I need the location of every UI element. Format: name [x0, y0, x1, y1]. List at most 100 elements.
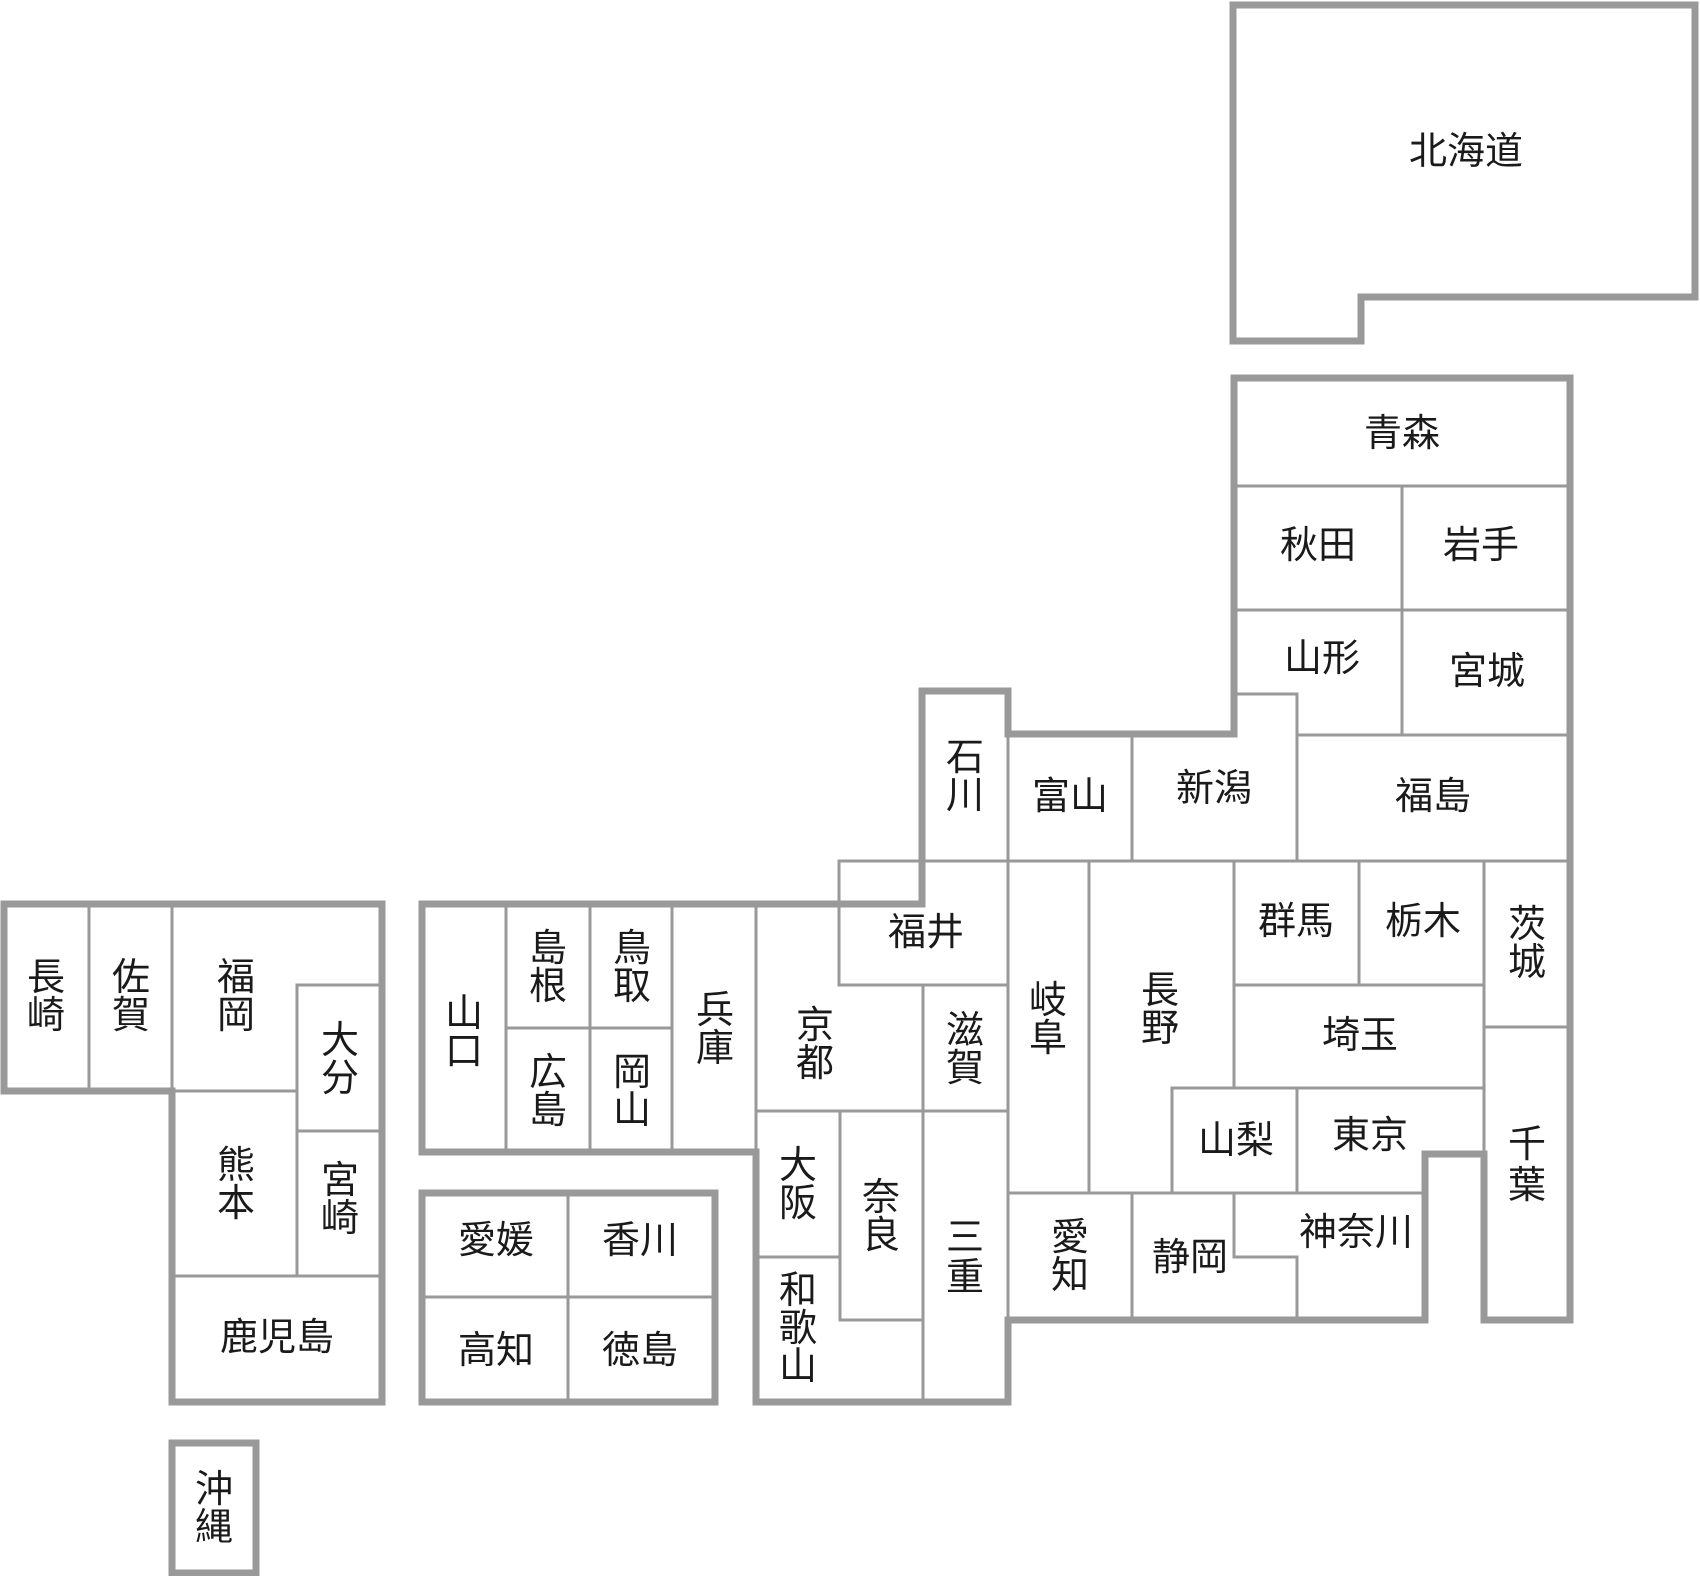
label-mie-2: 重: [946, 1255, 984, 1299]
label-shimane-1: 島: [529, 926, 567, 970]
prefecture-miyagi[interactable]: 宮城: [1400, 608, 1572, 737]
label-wakayama-1: 和: [779, 1268, 817, 1312]
prefecture-ehime[interactable]: 愛媛: [420, 1191, 570, 1299]
prefecture-aomori[interactable]: 青森: [1232, 376, 1572, 488]
label-shizuoka: 静岡: [1152, 1235, 1228, 1279]
prefecture-ibaraki[interactable]: 茨 城: [1482, 859, 1572, 1029]
label-kyoto-1: 京: [796, 1003, 834, 1047]
label-akita: 秋田: [1280, 523, 1356, 567]
prefecture-osaka[interactable]: 大 阪: [754, 1109, 842, 1259]
label-gunma: 群馬: [1258, 899, 1334, 943]
label-ishikawa-1: 石: [946, 735, 984, 779]
prefecture-iwate[interactable]: 岩手: [1400, 484, 1572, 612]
label-wakayama-2: 歌: [779, 1306, 817, 1350]
prefecture-tokyo[interactable]: 東京: [1295, 1086, 1486, 1195]
prefecture-gifu[interactable]: 岐 阜: [1006, 859, 1091, 1195]
label-kagoshima: 鹿児島: [220, 1315, 334, 1359]
label-hyogo-2: 庫: [696, 1026, 734, 1070]
label-fukui: 福井: [888, 910, 964, 954]
label-nagasaki-1: 長: [27, 955, 65, 999]
prefecture-shimane[interactable]: 島 根: [504, 902, 592, 1030]
label-osaka-1: 大: [779, 1143, 817, 1187]
prefecture-nara[interactable]: 奈 良: [838, 1109, 925, 1322]
label-kumamoto-2: 本: [217, 1181, 255, 1225]
label-aichi-1: 愛: [1051, 1215, 1089, 1259]
prefecture-aichi[interactable]: 愛 知: [1006, 1191, 1134, 1322]
label-okinawa-2: 縄: [195, 1505, 233, 1549]
label-yamaguchi-2: 口: [445, 1029, 483, 1073]
label-fukuoka-2: 岡: [217, 993, 255, 1037]
label-osaka-2: 阪: [779, 1181, 817, 1225]
prefecture-ishikawa[interactable]: 石 川: [920, 689, 1010, 863]
prefecture-kumamoto[interactable]: 熊 本: [170, 1089, 299, 1278]
label-nagano-1: 長: [1141, 968, 1179, 1012]
label-yamaguchi-1: 山: [445, 991, 483, 1035]
label-shimane-2: 根: [529, 964, 567, 1008]
prefecture-hokkaido[interactable]: 北海道: [1231, 3, 1697, 343]
label-tottori-1: 鳥: [613, 926, 651, 970]
label-shiga-2: 賀: [946, 1046, 984, 1090]
prefecture-nagasaki[interactable]: 長 崎: [2, 902, 91, 1093]
honshu-outline: [418, 374, 1574, 1406]
prefecture-yamaguchi[interactable]: 山 口: [420, 902, 508, 1154]
label-aichi-2: 知: [1051, 1253, 1089, 1297]
label-tokushima: 徳島: [602, 1328, 678, 1372]
label-fukuoka-1: 福: [217, 955, 255, 999]
prefecture-hiroshima[interactable]: 広 島: [504, 1026, 592, 1154]
prefecture-niigata[interactable]: 新潟: [1130, 692, 1299, 863]
label-saitama: 埼玉: [1322, 1013, 1398, 1057]
label-saga-1: 佐: [112, 955, 150, 999]
label-okayama-2: 山: [613, 1088, 651, 1132]
label-aomori: 青森: [1364, 411, 1440, 455]
label-okinawa-1: 沖: [195, 1467, 233, 1511]
prefecture-saitama[interactable]: 埼玉: [1232, 983, 1486, 1090]
prefecture-chiba[interactable]: 千 葉: [1482, 1025, 1572, 1322]
prefecture-akita[interactable]: 秋田: [1232, 484, 1404, 612]
prefecture-mie[interactable]: 三 重: [921, 1109, 1010, 1404]
label-kumamoto-1: 熊: [217, 1143, 255, 1187]
label-kanagawa: 神奈川: [1299, 1210, 1413, 1254]
label-tokyo: 東京: [1332, 1113, 1408, 1157]
prefecture-yamanashi[interactable]: 山梨: [1170, 1086, 1299, 1195]
prefecture-hyogo[interactable]: 兵 庫: [670, 902, 758, 1154]
label-yamanashi: 山梨: [1198, 1118, 1274, 1162]
prefecture-kagoshima[interactable]: 鹿児島: [170, 1274, 384, 1404]
label-kagawa: 香川: [602, 1218, 678, 1262]
prefecture-okinawa[interactable]: 沖 縄: [168, 1439, 260, 1576]
prefecture-toyama[interactable]: 富山: [1006, 732, 1134, 863]
hokkaido-outline: [1229, 1, 1699, 345]
prefecture-kagawa[interactable]: 香川: [566, 1191, 717, 1299]
label-ehime: 愛媛: [458, 1218, 534, 1262]
prefecture-kyoto[interactable]: 京 都: [754, 902, 925, 1113]
label-kyoto-2: 都: [796, 1041, 834, 1085]
label-chiba-2: 葉: [1508, 1163, 1546, 1207]
kyushu-outline: [0, 900, 386, 1406]
label-chiba-1: 千: [1508, 1122, 1546, 1166]
prefecture-tochigi[interactable]: 栃木: [1357, 859, 1486, 987]
label-miyazaki-2: 崎: [321, 1196, 359, 1240]
label-miyagi: 宮城: [1449, 649, 1525, 693]
prefecture-okayama[interactable]: 岡 山: [588, 1026, 674, 1154]
label-okayama-1: 岡: [613, 1050, 651, 1094]
prefecture-gunma[interactable]: 群馬: [1232, 859, 1361, 987]
prefecture-oita[interactable]: 大 分: [295, 983, 384, 1133]
label-miyazaki-1: 宮: [321, 1158, 359, 1202]
prefecture-kochi[interactable]: 高知: [420, 1295, 570, 1404]
label-wakayama-3: 山: [779, 1344, 817, 1388]
prefecture-shiga[interactable]: 滋 賀: [921, 983, 1010, 1113]
prefecture-kanagawa[interactable]: 神奈川: [1232, 1191, 1427, 1322]
label-iwate: 岩手: [1443, 523, 1519, 567]
prefecture-tokushima[interactable]: 徳島: [566, 1295, 717, 1404]
prefecture-saga[interactable]: 佐 賀: [87, 902, 174, 1093]
label-ibaraki-1: 茨: [1508, 902, 1546, 946]
prefecture-fukushima[interactable]: 福島: [1295, 733, 1572, 863]
label-nara-1: 奈: [862, 1175, 900, 1219]
prefecture-yamagata[interactable]: 山形: [1232, 608, 1404, 737]
label-yamagata: 山形: [1284, 636, 1360, 680]
prefecture-tottori[interactable]: 鳥 取: [588, 902, 674, 1030]
prefecture-miyazaki[interactable]: 宮 崎: [295, 1129, 384, 1278]
label-kochi: 高知: [458, 1328, 534, 1372]
label-toyama: 富山: [1032, 774, 1108, 818]
label-oita-1: 大: [321, 1018, 359, 1062]
